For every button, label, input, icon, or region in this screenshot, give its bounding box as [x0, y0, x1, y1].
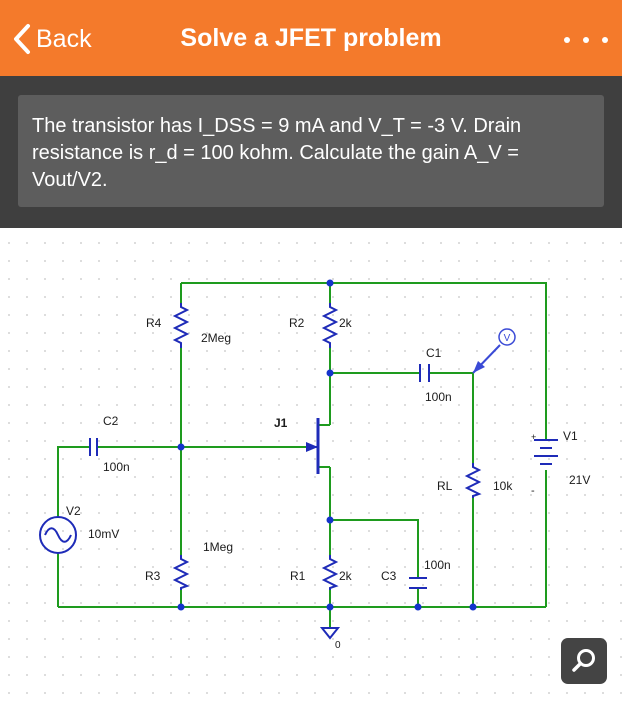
resistor-r2	[321, 303, 339, 348]
question-card: The transistor has I_DSS = 9 mA and V_T …	[18, 95, 604, 207]
ground-symbol	[319, 627, 341, 640]
wires	[57, 282, 547, 628]
v1-minus-label: -	[531, 485, 535, 497]
c1-name-label: C1	[426, 346, 442, 360]
r1-name-label: R1	[290, 569, 306, 583]
jfet-arrow	[306, 442, 318, 452]
more-dot-icon	[583, 37, 589, 43]
back-button[interactable]: Back	[12, 22, 92, 56]
r4-name-label: R4	[146, 316, 162, 330]
resistor-r4	[172, 303, 190, 348]
resistor-r3	[172, 555, 190, 590]
c2-name-label: C2	[103, 414, 119, 428]
v1-value-label: 21V	[569, 473, 590, 487]
rl-value-label: 10k	[493, 479, 513, 493]
top-bar: Back Solve a JFET problem	[0, 0, 622, 76]
probe-label: V	[504, 333, 511, 344]
voltage-probe: V	[472, 328, 516, 374]
junction-nodes	[177, 279, 477, 611]
more-dot-icon	[564, 37, 570, 43]
resistor-rl	[464, 463, 482, 498]
back-label: Back	[36, 24, 92, 53]
j1-name-label: J1	[274, 416, 288, 430]
dot-grid	[0, 228, 622, 700]
v1-plus-label: +	[531, 432, 536, 442]
chevron-left-icon	[14, 24, 30, 54]
capacitor-c1	[419, 364, 430, 382]
c3-value-label: 100n	[424, 558, 451, 572]
r2-name-label: R2	[289, 316, 305, 330]
ground-label: 0	[335, 640, 341, 651]
rl-name-label: RL	[437, 479, 453, 493]
v2-value-label: 10mV	[88, 527, 119, 541]
r3-name-label: R3	[145, 569, 161, 583]
capacitor-c2	[89, 438, 98, 456]
page-title: Solve a JFET problem	[180, 24, 442, 52]
r1-value-label: 2k	[339, 569, 353, 583]
question-text: The transistor has I_DSS = 9 mA and V_T …	[32, 115, 522, 191]
battery-v1	[534, 439, 558, 465]
capacitor-c3	[409, 577, 427, 589]
r4-value-label: 2Meg	[201, 331, 231, 345]
v1-name-label: V1	[563, 429, 578, 443]
ac-source-v2	[39, 516, 77, 554]
more-dot-icon	[602, 37, 608, 43]
circuit-schematic: V R4 2Meg R2 2k C1 100n C2 100n J1 + - V…	[0, 228, 622, 700]
more-options-button[interactable]	[564, 32, 608, 48]
r3-value-label: 1Meg	[203, 540, 233, 554]
schematic-svg: V R4 2Meg R2 2k C1 100n C2 100n J1 + - V…	[0, 228, 622, 700]
c2-value-label: 100n	[103, 460, 130, 474]
resistor-r1	[321, 555, 339, 590]
c1-value-label: 100n	[425, 390, 452, 404]
v2-name-label: V2	[66, 504, 81, 518]
search-button[interactable]	[561, 638, 607, 684]
r2-value-label: 2k	[339, 316, 353, 330]
search-icon	[572, 649, 595, 672]
c3-name-label: C3	[381, 569, 397, 583]
